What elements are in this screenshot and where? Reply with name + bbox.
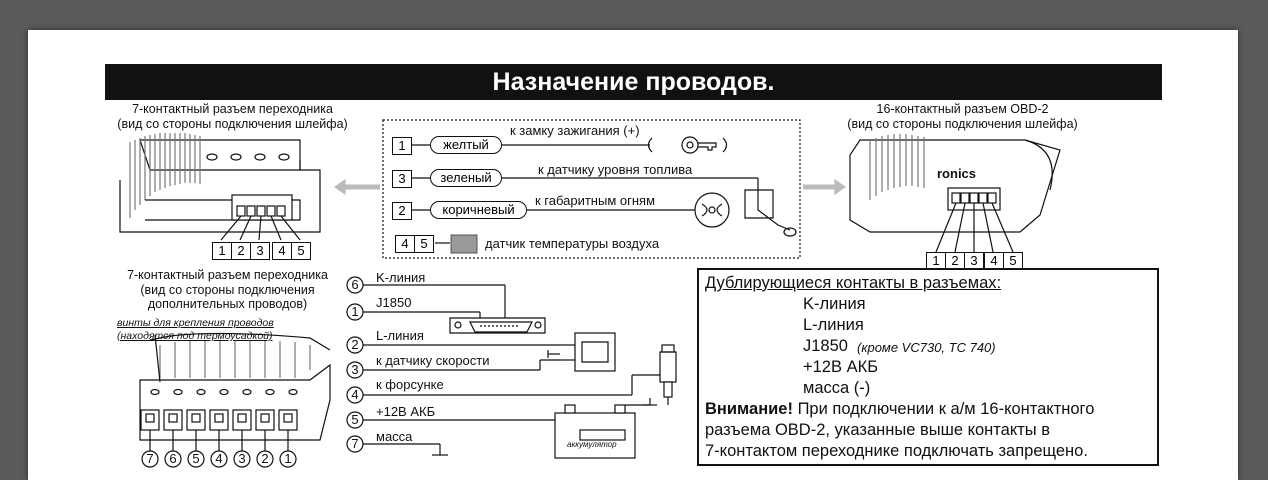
- pin-label: 2: [231, 242, 251, 260]
- screw-note-line1: винты для крепления проводов: [117, 317, 274, 329]
- wire-pin: 4: [395, 235, 415, 253]
- wiring-diagram: [119, 119, 1061, 468]
- temp-sensor-label: датчик температуры воздуха: [485, 236, 660, 251]
- wire-color-label: коричневый: [430, 201, 527, 219]
- pin-label: 3: [238, 451, 246, 466]
- pin-label: 6: [169, 451, 177, 466]
- wire-pin: 7: [351, 436, 359, 451]
- brand-label: ronics: [937, 166, 977, 181]
- left-bottom-connector: [139, 332, 331, 452]
- wire-label: J1850: [376, 295, 412, 310]
- wire-pin: 3: [351, 362, 359, 377]
- fuel-sensor: [744, 189, 797, 237]
- wire-pin: 1: [351, 304, 359, 319]
- center-frame: [382, 119, 801, 259]
- wire-color-label: зеленый: [430, 169, 502, 187]
- pin-label: 5: [291, 242, 311, 260]
- note-item: J1850: [803, 337, 848, 355]
- wire-label: масса: [376, 429, 413, 444]
- note-item: масса (-): [803, 379, 871, 397]
- speed-sensor: [547, 332, 616, 372]
- note-warning-line1: Внимание! При подключении к а/м 16-конта…: [705, 400, 1094, 419]
- pin-label: 4: [215, 451, 223, 466]
- ignition-key: [647, 136, 728, 154]
- injector: [659, 344, 677, 405]
- wire-pin: 6: [351, 277, 359, 292]
- note-warning-bold: Внимание!: [705, 400, 793, 418]
- wire-pin: 5: [414, 235, 434, 253]
- wire-label: к датчику скорости: [376, 353, 490, 368]
- page-title: Назначение проводов.: [105, 64, 1162, 100]
- right-top-caption-line2: (вид со стороны подключения шлейфа): [847, 117, 1078, 131]
- left-bottom-caption-line2: (вид со стороны подключения: [140, 283, 315, 297]
- note-warning-text: При подключении к а/м 16-контактного: [792, 400, 1095, 418]
- left-top-connector: [119, 133, 321, 241]
- left-top-caption-line1: 7-контактный разъем переходника: [132, 102, 333, 116]
- pin-label: 1: [284, 451, 292, 466]
- pin-label: 5: [192, 451, 200, 466]
- wire-pin: 2: [351, 337, 359, 352]
- wire-pin: 3: [392, 170, 412, 188]
- wire-pin: 4: [351, 387, 359, 402]
- wire-label: к форсунке: [376, 377, 444, 392]
- right-obd-connector: [849, 134, 1061, 253]
- wire-color-label: желтый: [430, 136, 502, 154]
- note-remark: (кроме VC730, TC 740): [857, 340, 996, 355]
- pin-label: 4: [272, 242, 292, 260]
- wire-label: L-линия: [376, 328, 424, 343]
- pin-label: 1: [212, 242, 232, 260]
- battery: [554, 398, 657, 459]
- note-warning-line2: разъема OBD-2, указанные выше контакты в: [705, 421, 1051, 439]
- right-top-caption-line1: 16-контактный разъем OBD-2: [876, 102, 1049, 116]
- note-item: K-линия: [803, 295, 866, 313]
- wire-target-label: к датчику уровня топлива: [538, 162, 693, 177]
- wire-label: +12В АКБ: [376, 404, 436, 419]
- pin-label: 2: [261, 451, 269, 466]
- left-bottom-caption-line3: дополнительных проводов): [147, 297, 308, 311]
- note-item: +12В АКБ: [803, 358, 879, 376]
- wire-target-label: к замку зажигания (+): [510, 123, 640, 138]
- duplicate-contacts-note: Дублирующиеся контакты в разъемах: K-лин…: [697, 268, 1159, 466]
- battery-label: аккумулятор: [567, 440, 617, 449]
- note-heading: Дублирующиеся контакты в разъемах:: [705, 274, 1002, 292]
- note-item: L-линия: [803, 316, 864, 334]
- left-bottom-caption-line1: 7-контактный разъем переходника: [127, 268, 328, 282]
- wire-pin: 1: [392, 137, 412, 155]
- wire-pin: 5: [351, 412, 359, 427]
- wire-label: K-линия: [376, 270, 426, 285]
- pin-label: 7: [146, 451, 154, 466]
- wire-target-label: к габаритным огням: [535, 193, 656, 208]
- screw-note-line2: (находятся под термоусадкой): [117, 330, 273, 342]
- left-top-caption-line2: (вид со стороны подключения шлейфа): [117, 117, 348, 131]
- lamp: [694, 192, 730, 228]
- note-warning-line3: 7-контактом переходнике подключать запре…: [705, 442, 1088, 460]
- obd-plug: [449, 317, 546, 334]
- wire-pin: 2: [392, 202, 412, 220]
- pin-label: 3: [250, 242, 270, 260]
